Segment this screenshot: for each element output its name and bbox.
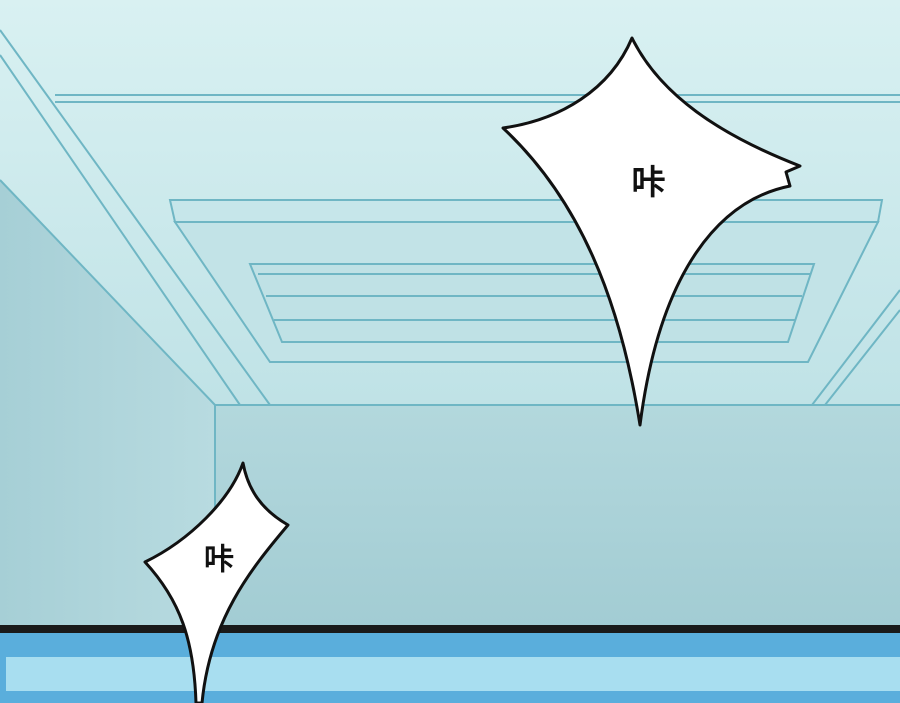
- sfx-text-large: 咔: [625, 164, 665, 198]
- sfx-text-small: 咔: [198, 543, 233, 573]
- floor-highlight: [6, 657, 900, 691]
- sfx-bubble-large: [501, 36, 802, 427]
- ceiling-vent: [168, 199, 884, 363]
- back-wall: [215, 405, 900, 630]
- floor-edge: [0, 625, 900, 633]
- sfx-bubble-small: [143, 461, 290, 703]
- left-wall: [0, 180, 215, 630]
